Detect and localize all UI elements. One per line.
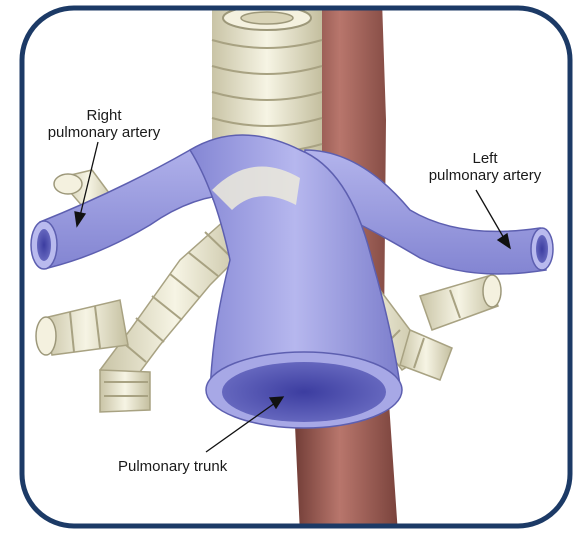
right-pulmonary-artery-label-line1: Right <box>24 107 184 124</box>
pulmonary-trunk-label: Pulmonary trunk <box>118 458 227 475</box>
right-pulmonary-artery-label-line2: pulmonary artery <box>24 124 184 141</box>
left-pulmonary-artery-label-line2: pulmonary artery <box>400 167 570 184</box>
left-pulmonary-artery-label: Left pulmonary artery <box>400 150 570 184</box>
right-pulmonary-artery-label: Right pulmonary artery <box>24 107 184 141</box>
left-pulmonary-artery-label-line1: Left <box>400 150 570 167</box>
